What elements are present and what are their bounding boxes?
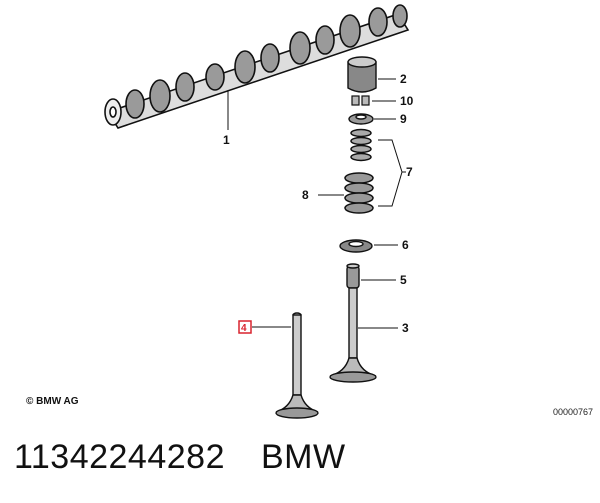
label-3: 3: [402, 321, 409, 335]
label-4: 4: [241, 323, 247, 334]
spring-seat: [339, 239, 373, 253]
label-2: 2: [400, 72, 407, 86]
bracket-7: [378, 139, 403, 207]
label-10: 10: [400, 94, 414, 108]
inner-valve-spring: [350, 128, 372, 162]
exhaust-valve: [275, 312, 319, 419]
valve-stem-seal: [346, 263, 360, 289]
tappet: [347, 56, 377, 93]
spring-retainer: [348, 113, 374, 125]
copyright-text: © BMW AG: [26, 396, 79, 407]
parts-diagram: 1 2 10 9 7 8 6: [26, 4, 593, 419]
drawing-code: 00000767: [553, 407, 593, 417]
label-4-highlight: [238, 320, 252, 334]
label-5: 5: [400, 273, 407, 287]
part-number: 11342244282: [14, 438, 225, 476]
brand-name: BMW: [260, 438, 346, 476]
label-7: 7: [406, 165, 413, 179]
valve-keepers: [351, 95, 370, 106]
label-6: 6: [402, 238, 409, 252]
outer-valve-spring: [344, 172, 374, 214]
part-number-caption: 11342244282 BMW: [14, 438, 382, 477]
intake-valve: [329, 287, 377, 383]
label-8: 8: [302, 188, 309, 202]
label-1: 1: [223, 133, 230, 147]
camshaft: [104, 4, 410, 129]
label-9: 9: [400, 112, 407, 126]
